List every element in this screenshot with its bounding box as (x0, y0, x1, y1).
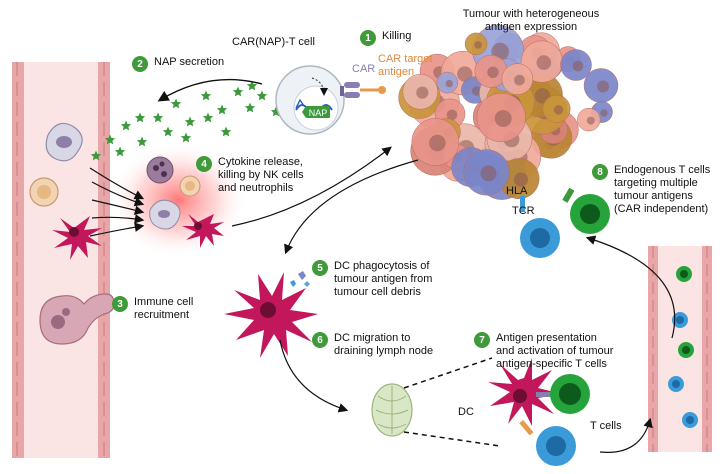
nap-star (202, 112, 214, 123)
car-target-antigen-label: CAR target antigen (378, 53, 433, 78)
nap-star (200, 90, 212, 101)
car-nap-t-cell: NAP (275, 65, 386, 135)
dc-phagocytosis-arrow (284, 159, 419, 255)
nap-star (104, 134, 116, 145)
dendritic-cell-lymph-node (488, 358, 562, 426)
nap-star (184, 116, 196, 127)
nap-star (170, 98, 182, 109)
car-receptor (340, 82, 386, 98)
car-nap-t-cell-label: CAR(NAP)-T cell (232, 36, 315, 48)
neutrophil-cell (29, 177, 59, 207)
nap-star (90, 150, 102, 161)
nap-star (162, 126, 174, 137)
dendritic-cell-large (224, 272, 318, 358)
right-blood-vessel (648, 246, 712, 452)
t-cells-label: T cells (590, 420, 622, 432)
tumour-cell-nucleus (445, 79, 453, 88)
nap-star (180, 132, 192, 143)
tumour-cell-nucleus (597, 80, 609, 93)
tumour-cell-nucleus (513, 172, 529, 187)
step-badge: 7 (474, 332, 490, 348)
tumour-cell-nucleus (572, 60, 584, 72)
nap-secretion-arrow (157, 78, 263, 102)
tumour-mass (398, 24, 619, 200)
tumour-cell-nucleus (472, 86, 482, 96)
recruitment-arrows (89, 167, 145, 237)
tumour-title: Tumour with heterogeneous antigen expres… (462, 8, 600, 33)
lymph-node (371, 383, 413, 437)
left-blood-vessel (12, 62, 115, 458)
migrating-cell (39, 293, 115, 345)
dendritic-cell-in-vessel (52, 216, 102, 260)
tumour-cell-nucleus (536, 55, 552, 70)
car-label: CAR (352, 63, 376, 75)
nap-stars (90, 80, 282, 161)
tumour-cell-nucleus (514, 74, 525, 86)
tumour-cell-nucleus (429, 134, 446, 152)
t-cell-green-activated (536, 374, 590, 414)
tumour-debris (290, 271, 310, 287)
dc-migration-arrow (279, 339, 349, 413)
tumour-cell-nucleus (600, 109, 608, 117)
tumour-cell-nucleus (586, 116, 595, 125)
tumour-cell-nucleus (494, 110, 512, 127)
nap-star (216, 104, 228, 115)
tumour-cell-nucleus (487, 66, 499, 79)
nap-star (246, 80, 258, 91)
tumour-cell-nucleus (474, 41, 482, 49)
killing-arrow (231, 146, 392, 227)
nap-gene-label: NAP (309, 108, 328, 118)
t-cell-homing-arrow (585, 235, 676, 339)
endogenous-t-cell-green (562, 187, 610, 234)
step-badge: 3 (112, 296, 128, 312)
tumour-cell-nucleus (446, 109, 458, 121)
step-badge: 2 (132, 56, 148, 72)
step-badge: 6 (312, 332, 328, 348)
step-badge: 5 (312, 260, 328, 276)
step-1-killing: 1 Killing (360, 30, 411, 46)
step-badge: 1 (360, 30, 376, 46)
dc-label: DC (458, 406, 474, 418)
step-badge: 8 (592, 164, 608, 180)
hla-label: HLA (506, 185, 528, 197)
tumour-cell-nucleus (480, 165, 497, 182)
circulating-t-cells (668, 266, 698, 428)
step-2-nap-secretion: 2 NAP secretion (132, 56, 224, 72)
nap-star (120, 120, 132, 131)
nap-star (256, 90, 268, 101)
recruited-cells-cluster (146, 156, 224, 248)
tcr-label: TCR (512, 205, 535, 217)
tumour-cell-nucleus (416, 86, 429, 99)
nap-star (114, 146, 126, 157)
t-cell-trafficking-arrow (599, 417, 653, 453)
nap-star (244, 102, 256, 113)
endogenous-t-cell-blue (520, 196, 560, 258)
step-badge: 4 (196, 156, 212, 172)
nap-star (134, 112, 146, 123)
lymph-node-zoom-lines (403, 357, 501, 447)
monocyte-cell (45, 122, 83, 162)
t-cell-blue-lymph-node (519, 419, 576, 466)
nap-star (136, 136, 148, 147)
tumour-cell-nucleus (553, 105, 564, 115)
nap-star (152, 112, 164, 123)
nap-star (220, 126, 232, 137)
nap-star (232, 86, 244, 97)
